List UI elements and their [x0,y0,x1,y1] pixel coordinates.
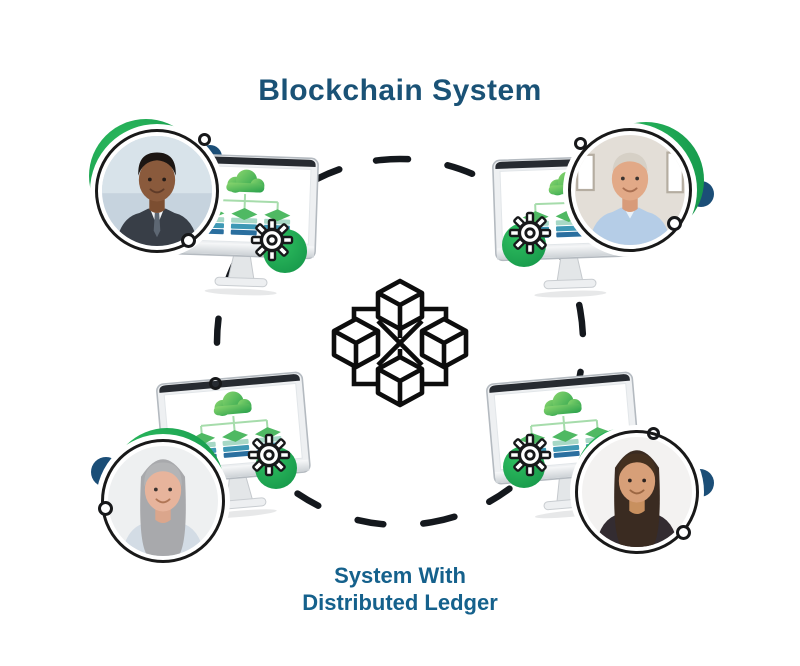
ring-decoration [209,377,222,390]
circle-handle-dot [676,525,691,540]
ring-decoration [198,133,211,146]
businessman-avatar [102,136,212,246]
gear-icon [508,433,552,477]
user-photo [568,128,692,252]
gear-icon [247,433,291,477]
node-top-left [85,105,325,305]
page-title: Blockchain System [258,74,542,107]
user-photo [575,430,699,554]
node-bottom-left [85,370,325,575]
gear-icon [250,218,294,262]
circle-handle-dot [98,501,113,516]
user-photo [95,129,219,253]
caption-line-1: System With [334,563,466,588]
ring-decoration [574,137,587,150]
node-bottom-right [480,365,725,575]
circle-handle-dot [181,233,196,248]
gear-icon [508,211,552,255]
blockchain-cubes-icon [331,278,469,408]
circle-handle-dot [667,216,682,231]
senior-man-avatar [575,135,685,245]
young-woman-avatar [582,437,692,547]
ring-decoration [647,427,660,440]
caption-line-2: Distributed Ledger [302,589,498,615]
node-top-right [480,105,725,305]
senior-woman-avatar [108,446,218,556]
user-photo [101,439,225,563]
caption: System With Distributed Ledger [0,563,800,617]
